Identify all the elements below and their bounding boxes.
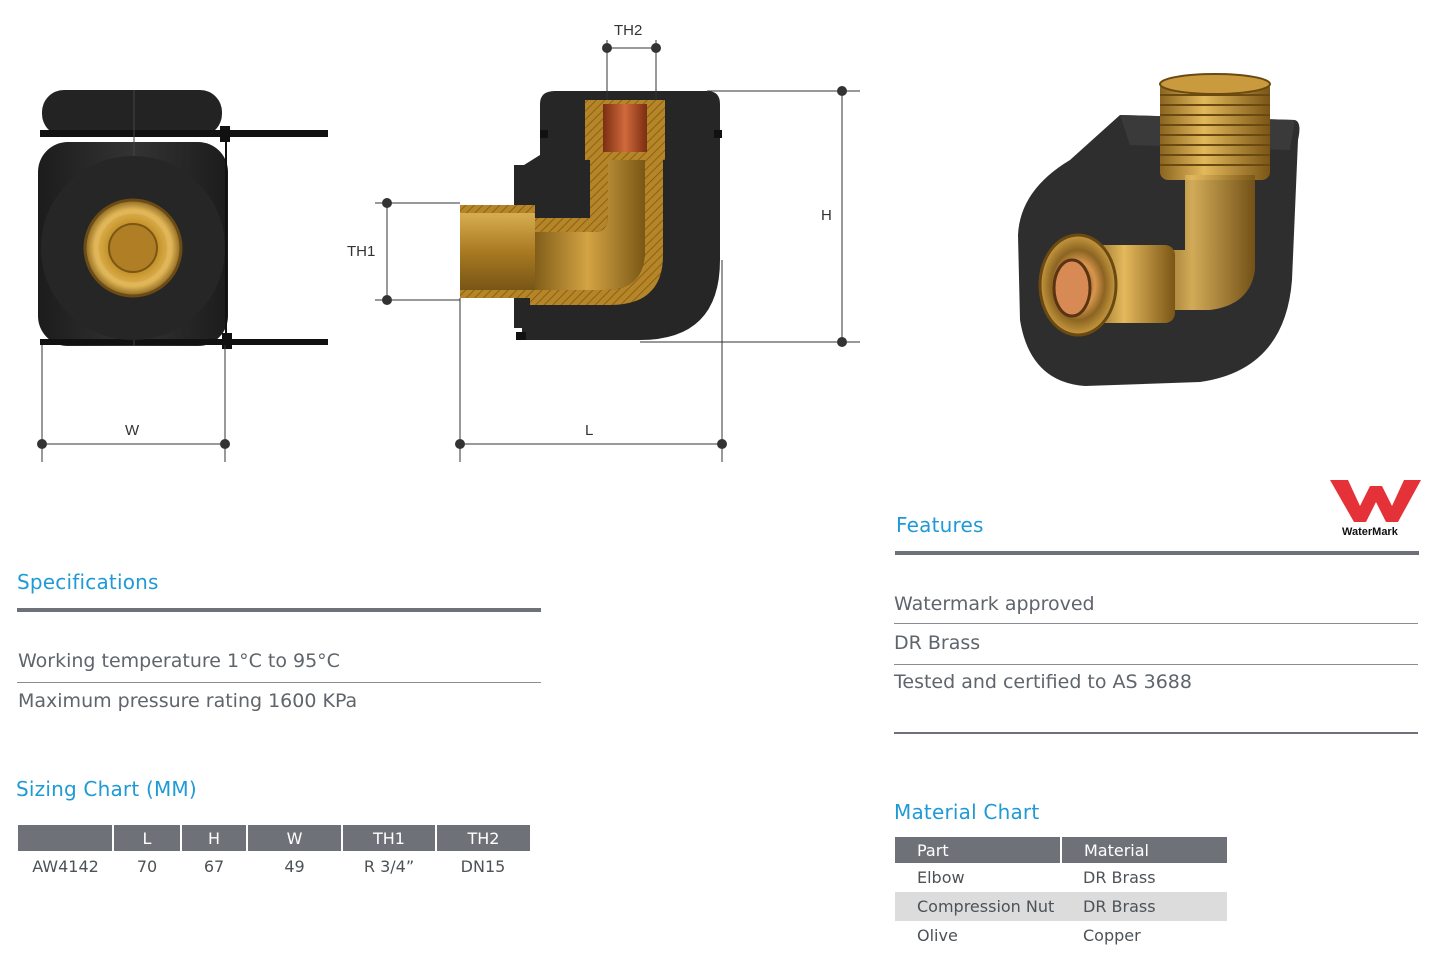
sizing-header-cell: H [181,825,248,851]
table-row: Compression Nut DR Brass [895,892,1227,921]
material-cell-part: Elbow [917,868,965,887]
sizing-cell-w: 49 [284,856,305,876]
sizing-cell-h: 67 [203,856,225,876]
sizing-header-cell: TH1 [342,825,437,851]
material-header-part: Part [895,837,1062,863]
material-cell-part: Compression Nut [895,892,1061,921]
sizing-header-cell: L [113,825,182,851]
material-table: Part Material Elbow DR Brass Compression… [895,837,1227,950]
sizing-header-cell: W [247,825,343,851]
dimension-label-th2: TH2 [614,22,642,39]
feature-item: DR Brass [894,632,981,654]
features-title: Features [896,513,984,537]
feature-divider [894,623,1418,624]
sizing-chart-title: Sizing Chart (MM) [16,777,197,801]
specification-item: Working temperature 1°C to 95°C [18,650,340,672]
material-chart-title: Material Chart [894,800,1040,824]
sizing-table: L H W TH1 TH2 AW4142 70 67 49 R 3/4” DN1… [18,825,530,881]
technical-drawing: W TH1 TH2 H [37,22,860,462]
sizing-cell-th2: DN15 [460,856,506,876]
sizing-cell-model: AW4142 [32,856,99,876]
material-cell-material: DR Brass [1061,892,1227,921]
sizing-cell-l: 70 [136,856,158,876]
feature-item: Watermark approved [894,593,1095,615]
dimension-label-l: L [585,422,593,439]
material-cell-material: DR Brass [1083,868,1156,887]
watermark-logo: WaterMark [1328,476,1423,542]
material-cell-material: Copper [1083,926,1141,945]
sizing-header-cell [18,825,114,851]
material-header-material: Material [1061,837,1227,863]
section-view: TH1 TH2 H L [347,22,860,462]
features-bottom-rule [894,732,1418,734]
front-view: W [37,90,328,462]
table-row: Elbow DR Brass [895,863,1227,892]
material-table-header: Part Material [895,837,1227,863]
sizing-table-header: L H W TH1 TH2 [18,825,530,851]
table-row: Olive Copper [895,921,1227,950]
dimension-label-h: H [821,207,832,224]
table-row: AW4142 70 67 49 R 3/4” DN15 [18,851,530,881]
features-divider [895,551,1419,555]
watermark-logo-text: WaterMark [1342,526,1398,538]
feature-item: Tested and certified to AS 3688 [894,671,1192,693]
specifications-title: Specifications [17,570,159,594]
specification-item: Maximum pressure rating 1600 KPa [18,690,358,712]
sizing-header-cell: TH2 [436,825,530,851]
sizing-cell-th1: R 3/4” [363,856,415,876]
specifications-divider [17,608,541,612]
dimension-label-w: W [125,422,140,439]
material-cell-part: Olive [917,926,958,945]
feature-divider [894,664,1418,665]
dimension-label-th1: TH1 [347,243,375,260]
watermark-logo-mark [1330,480,1421,522]
product-photo [1018,73,1300,386]
specification-divider [17,682,541,683]
